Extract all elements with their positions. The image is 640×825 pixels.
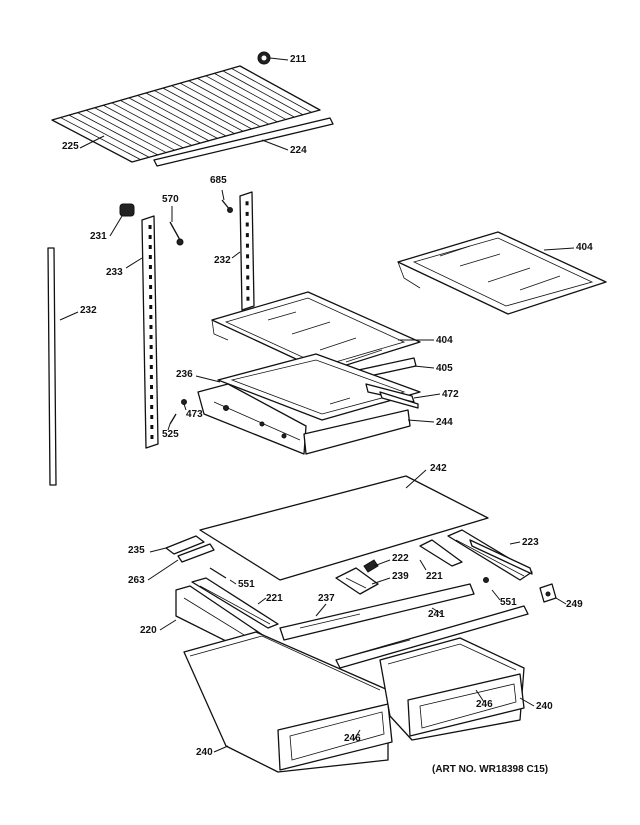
callout-241: 241	[428, 609, 445, 620]
callout-551-left: 551	[238, 579, 255, 590]
callout-237: 237	[318, 593, 335, 604]
callout-472: 472	[442, 389, 459, 400]
callout-473: 473	[186, 409, 203, 420]
callout-246-right: 246	[476, 699, 493, 710]
callout-232-right: 232	[214, 255, 231, 266]
callout-242: 242	[430, 463, 447, 474]
part-240-crisper-drawer-right	[379, 637, 525, 741]
callout-404-right: 404	[576, 242, 593, 253]
leader-lines	[59, 57, 575, 753]
part-235-cover-support	[165, 535, 205, 555]
part-231-cam	[119, 203, 135, 217]
callout-405: 405	[436, 363, 453, 374]
part-239-bracket	[335, 567, 379, 595]
art-number: (ART NO. WR18398 C15)	[432, 764, 549, 775]
callout-225: 225	[62, 141, 79, 152]
callout-221-left: 221	[266, 593, 283, 604]
callout-231: 231	[90, 231, 107, 242]
part-236-pan	[217, 353, 421, 421]
callout-222: 222	[392, 553, 409, 564]
part-233-ladder-rail	[141, 215, 159, 449]
part-525-screw	[169, 413, 177, 425]
callout-232-left: 232	[80, 305, 97, 316]
callout-570: 570	[162, 194, 179, 205]
callout-263: 263	[128, 575, 145, 586]
part-570-screw	[169, 221, 184, 246]
part-244-support	[197, 383, 411, 455]
part-237-rail-bar	[279, 583, 475, 641]
part-263-support	[177, 543, 215, 563]
part-221-guide-left	[191, 577, 279, 629]
callout-236: 236	[176, 369, 193, 380]
part-473-screw	[181, 399, 187, 405]
callout-211: 211	[290, 54, 307, 65]
callout-235: 235	[128, 545, 145, 556]
part-685-screw	[221, 199, 233, 213]
part-240-crisper-drawer-left	[183, 631, 393, 773]
part-551-screw-left	[209, 567, 227, 579]
callout-220: 220	[140, 625, 157, 636]
part-249-clip	[539, 583, 557, 603]
callout-525: 525	[162, 429, 179, 440]
part-224-shelf-trim	[153, 117, 334, 167]
part-551-screw-right	[483, 577, 489, 583]
part-404-glass-shelf-center	[211, 291, 421, 373]
callout-240-right: 240	[536, 701, 553, 712]
callout-249: 249	[566, 599, 583, 610]
callout-685: 685	[210, 175, 227, 186]
part-211-plug	[257, 51, 271, 65]
callout-240-left: 240	[196, 747, 213, 758]
part-242-crisper-cover-glass	[199, 475, 489, 581]
part-232-rail-right	[239, 191, 255, 311]
callout-551-right: 551	[500, 597, 517, 608]
part-223-slide-rail	[447, 529, 533, 581]
part-241-divider	[335, 605, 529, 669]
part-232-rail-left	[47, 247, 57, 486]
part-221-guide-right	[419, 539, 463, 567]
callout-221-right: 221	[426, 571, 443, 582]
callout-404-center: 404	[436, 335, 453, 346]
callout-239: 239	[392, 571, 409, 582]
callout-244: 244	[436, 417, 453, 428]
callout-246-left: 246	[344, 733, 361, 744]
callout-233: 233	[106, 267, 123, 278]
callout-223: 223	[522, 537, 539, 548]
part-222-bracket	[363, 559, 379, 573]
callout-224: 224	[290, 145, 307, 156]
part-404-glass-shelf-right	[397, 231, 607, 315]
part-225-wire-shelf	[51, 65, 321, 163]
part-472-slide	[365, 383, 419, 409]
